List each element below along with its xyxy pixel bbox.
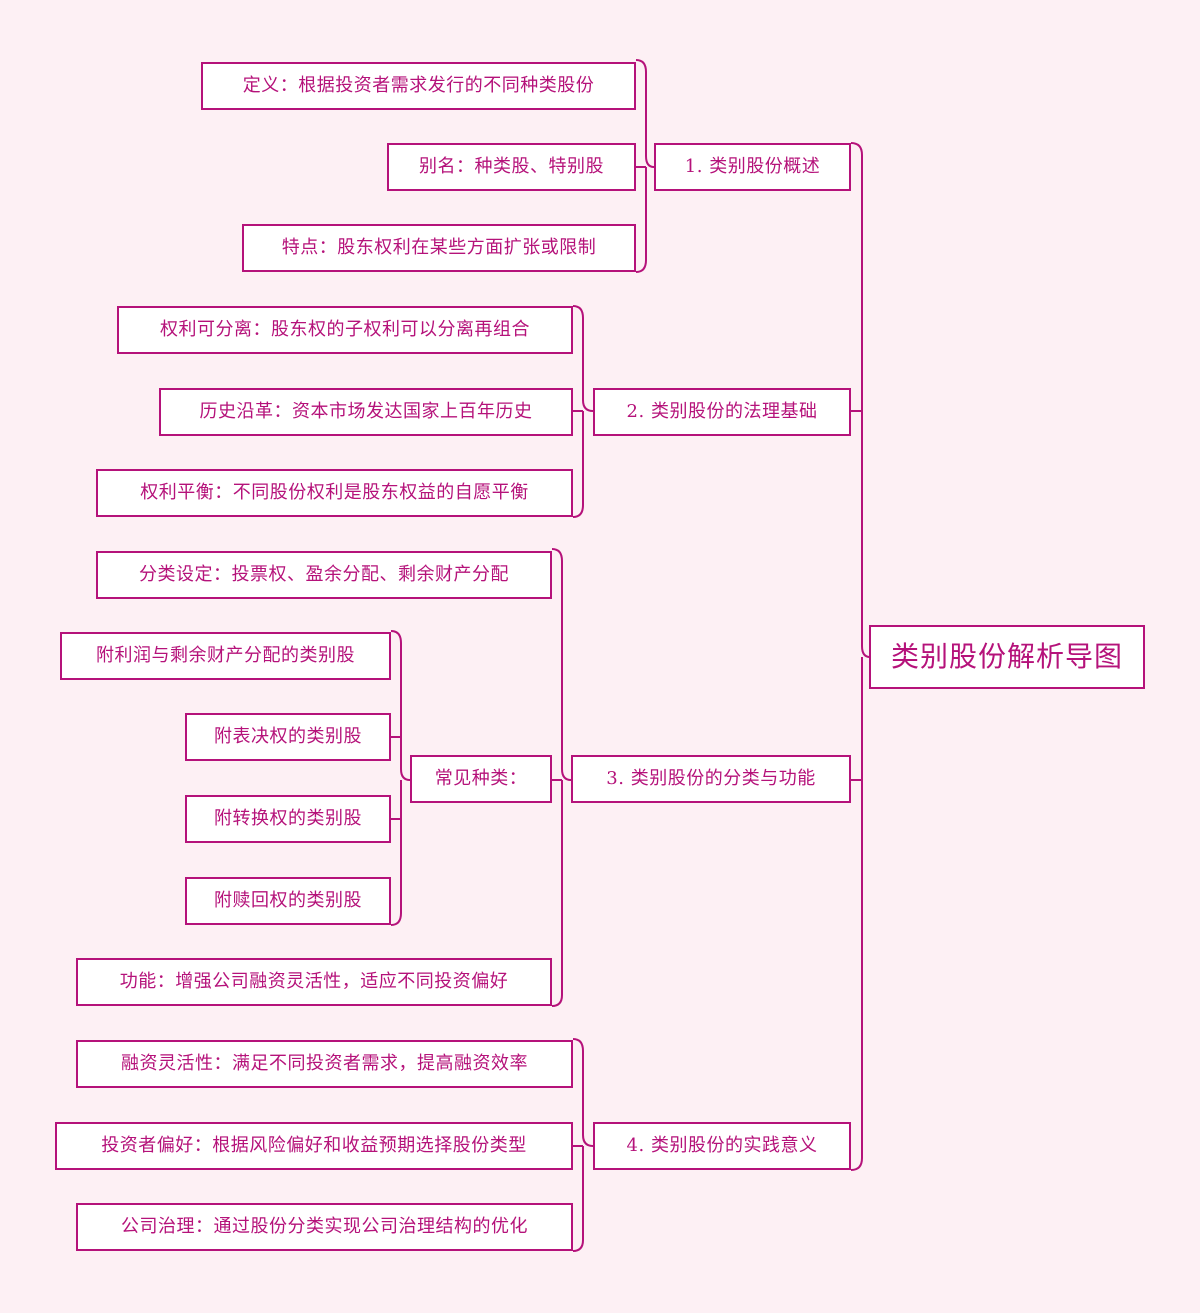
branch-1-definition[interactable]: 定义：根据投资者需求发行的不同种类股份 [201,62,636,110]
branch-1-node[interactable]: 1. 类别股份概述 [654,143,851,191]
branch-3-node[interactable]: 3. 类别股份的分类与功能 [571,755,851,803]
branch-1-connector [635,59,655,273]
root-connector [850,142,871,1171]
branch-3-connector [551,548,572,1007]
branch-4-corporate-governance[interactable]: 公司治理：通过股份分类实现公司治理结构的优化 [76,1203,573,1251]
branch-2-separable-rights[interactable]: 权利可分离：股东权的子权利可以分离再组合 [117,306,573,354]
branch-4-node[interactable]: 4. 类别股份的实践意义 [593,1122,851,1170]
subtype-connector [390,630,411,926]
branch-2-node[interactable]: 2. 类别股份的法理基础 [593,388,851,436]
branch-4-investor-preference[interactable]: 投资者偏好：根据风险偏好和收益预期选择股份类型 [55,1122,573,1170]
subtype-voting-right[interactable]: 附表决权的类别股 [185,713,391,761]
branch-3-function[interactable]: 功能：增强公司融资灵活性，适应不同投资偏好 [76,958,552,1006]
subtype-redemption-right[interactable]: 附赎回权的类别股 [185,877,391,925]
subtype-profit-residual[interactable]: 附利润与剩余财产分配的类别股 [60,632,391,680]
branch-1-alias[interactable]: 别名：种类股、特别股 [387,143,636,191]
branch-2-history[interactable]: 历史沿革：资本市场发达国家上百年历史 [159,388,573,436]
branch-2-balance[interactable]: 权利平衡：不同股份权利是股东权益的自愿平衡 [96,469,573,517]
branch-3-common-types[interactable]: 常见种类： [410,755,552,803]
root-node[interactable]: 类别股份解析导图 [869,625,1145,689]
branch-4-financing-flexibility[interactable]: 融资灵活性：满足不同投资者需求，提高融资效率 [76,1040,573,1088]
branch-1-feature[interactable]: 特点：股东权利在某些方面扩张或限制 [242,224,636,272]
branch-4-connector [572,1038,594,1252]
branch-3-classification[interactable]: 分类设定：投票权、盈余分配、剩余财产分配 [96,551,552,599]
branch-2-connector [572,305,594,518]
subtype-conversion-right[interactable]: 附转换权的类别股 [185,795,391,843]
